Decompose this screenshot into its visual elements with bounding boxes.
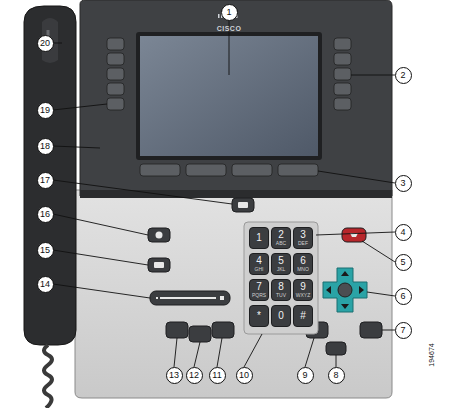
callout-text: 18 bbox=[40, 142, 50, 151]
callout-text: 9 bbox=[302, 371, 307, 380]
keypad-key: 7PQRS bbox=[249, 279, 269, 301]
callout-number: 13 bbox=[166, 367, 183, 384]
callout-number: 11 bbox=[209, 367, 226, 384]
callout-number: 2 bbox=[395, 67, 412, 84]
key-letters: MNO bbox=[297, 266, 309, 272]
keypad-key: # bbox=[293, 305, 313, 327]
callout-text: 13 bbox=[169, 371, 179, 380]
callout-number: 16 bbox=[37, 206, 54, 223]
callout-text: 11 bbox=[212, 371, 221, 380]
keypad-key: 3DEF bbox=[293, 227, 313, 249]
key-letters: DEF bbox=[298, 240, 308, 246]
callout-text: 17 bbox=[40, 176, 50, 185]
callout-number: 4 bbox=[395, 224, 412, 241]
key-digit: 8 bbox=[278, 282, 284, 292]
callout-number: 17 bbox=[37, 172, 54, 189]
key-digit: # bbox=[300, 311, 306, 321]
callout-text: 4 bbox=[400, 228, 405, 237]
callout-text: 14 bbox=[40, 280, 50, 289]
callout-number: 8 bbox=[328, 367, 345, 384]
callout-number: 19 bbox=[37, 102, 54, 119]
keypad-key: 9WXYZ bbox=[293, 279, 313, 301]
keypad-key: 4GHI bbox=[249, 253, 269, 275]
callout-number: 7 bbox=[395, 322, 412, 339]
callout-text: 6 bbox=[400, 292, 405, 301]
callout-text: 3 bbox=[400, 179, 405, 188]
callout-text: 1 bbox=[226, 8, 231, 17]
callout-number: 1 bbox=[221, 4, 238, 21]
key-digit: 3 bbox=[300, 230, 306, 240]
key-digit: 7 bbox=[256, 282, 262, 292]
callout-number: 12 bbox=[186, 367, 203, 384]
keypad-key: 6MNO bbox=[293, 253, 313, 275]
callout-number: 20 bbox=[37, 35, 54, 52]
callout-number: 3 bbox=[395, 175, 412, 192]
brand-logo: CISCO bbox=[217, 25, 242, 32]
keypad-key: 2ABC bbox=[271, 227, 291, 249]
key-digit: * bbox=[257, 311, 261, 321]
keypad-key: 5JKL bbox=[271, 253, 291, 275]
callout-number: 6 bbox=[395, 288, 412, 305]
key-letters: JKL bbox=[277, 266, 286, 272]
key-digit: 9 bbox=[300, 282, 306, 292]
key-letters: PQRS bbox=[252, 292, 266, 298]
callout-number: 15 bbox=[37, 242, 54, 259]
key-digit: 0 bbox=[278, 311, 284, 321]
callout-number: 9 bbox=[297, 367, 314, 384]
key-digit: 6 bbox=[300, 256, 306, 266]
callout-text: 5 bbox=[400, 258, 405, 267]
keypad-key: * bbox=[249, 305, 269, 327]
key-letters: ABC bbox=[276, 240, 286, 246]
callout-number: 14 bbox=[37, 276, 54, 293]
keypad-key: 8TUV bbox=[271, 279, 291, 301]
figure-number: 194674 bbox=[428, 343, 435, 366]
callout-text: 12 bbox=[189, 371, 199, 380]
key-digit: 4 bbox=[256, 256, 262, 266]
callout-text: 7 bbox=[400, 326, 405, 335]
key-digit: 2 bbox=[278, 230, 284, 240]
keypad-key: 0 bbox=[271, 305, 291, 327]
key-digit: 1 bbox=[256, 233, 262, 243]
callout-text: 19 bbox=[40, 106, 50, 115]
callout-text: 20 bbox=[40, 39, 50, 48]
keypad-key: 1 bbox=[249, 227, 269, 249]
callout-number: 18 bbox=[37, 138, 54, 155]
key-letters: WXYZ bbox=[296, 292, 310, 298]
key-letters: TUV bbox=[276, 292, 286, 298]
callout-text: 16 bbox=[40, 210, 50, 219]
callout-text: 10 bbox=[239, 371, 249, 380]
callout-number: 5 bbox=[395, 254, 412, 271]
key-letters: GHI bbox=[255, 266, 264, 272]
callout-number: 10 bbox=[236, 367, 253, 384]
callout-text: 15 bbox=[40, 246, 50, 255]
key-digit: 5 bbox=[278, 256, 284, 266]
callout-text: 8 bbox=[333, 371, 338, 380]
callout-text: 2 bbox=[400, 71, 405, 80]
